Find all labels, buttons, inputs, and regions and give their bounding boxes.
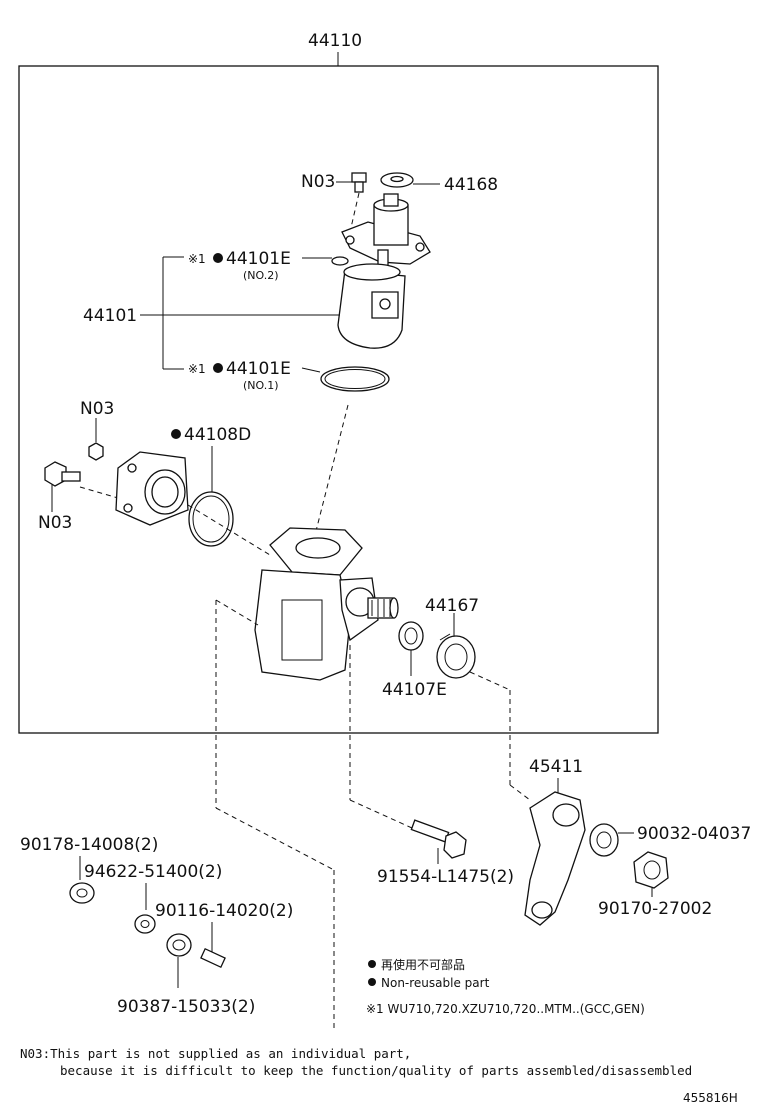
gear-housing xyxy=(254,527,399,681)
cushion-90178 xyxy=(69,882,95,904)
label-90116-14020: 90116-14020(2) xyxy=(155,901,293,921)
label-44107e: 44107E xyxy=(382,680,447,700)
label-45411: 45411 xyxy=(529,757,583,777)
label-90032-04037: 90032-04037 xyxy=(637,824,751,844)
bolt-n03-left xyxy=(44,461,81,487)
note-mark-2: ※1 xyxy=(188,362,206,376)
housing-cover xyxy=(115,451,189,526)
nut-n03 xyxy=(88,442,104,461)
legend-dot xyxy=(368,960,376,968)
label-44168: 44168 xyxy=(444,175,498,195)
bushing-90387 xyxy=(166,933,192,957)
bolt-91554 xyxy=(410,819,467,859)
label-no2: (NO.2) xyxy=(243,269,279,282)
applicability-note: ※1 WU710,720.XZU710,720..MTM..(GCC,GEN) xyxy=(366,1002,645,1016)
footnote-line2: because it is difficult to keep the func… xyxy=(60,1063,692,1078)
nonreusable-dot xyxy=(213,253,223,263)
label-no1: (NO.1) xyxy=(243,379,279,392)
label-44167: 44167 xyxy=(425,596,479,616)
label-90387-15033: 90387-15033(2) xyxy=(117,997,255,1017)
legend-jp: 再使用不可部品 xyxy=(381,957,465,972)
legend-en: Non-reusable part xyxy=(381,976,490,990)
footnote-line1: N03:This part is not supplied as an indi… xyxy=(20,1046,411,1061)
seal-44167 xyxy=(436,633,476,679)
valve-housing-44101 xyxy=(337,193,431,349)
nut-90170 xyxy=(633,851,669,889)
label-n03-left: N03 xyxy=(38,513,72,533)
seal-44107e xyxy=(398,621,424,651)
oring-44108d xyxy=(188,491,234,547)
label-44108d: 44108D xyxy=(184,425,251,445)
pitman-arm-45411 xyxy=(524,791,586,926)
stud-90116 xyxy=(200,947,226,969)
label-90170-27002: 90170-27002 xyxy=(598,899,712,919)
washer-94622 xyxy=(134,914,156,934)
label-44110: 44110 xyxy=(308,31,362,51)
nonreusable-dot xyxy=(213,363,223,373)
oring-no1 xyxy=(320,366,390,392)
legend-dot xyxy=(368,978,376,986)
label-91554-l1475: 91554-L1475(2) xyxy=(377,867,514,887)
nonreusable-dot xyxy=(171,429,181,439)
label-n03-top: N03 xyxy=(301,172,335,192)
label-94622-51400: 94622-51400(2) xyxy=(84,862,222,882)
label-44101e-no1: 44101E xyxy=(226,359,291,379)
washer-44168 xyxy=(380,172,414,188)
washer-90032 xyxy=(589,823,619,857)
label-n03-mid: N03 xyxy=(80,399,114,419)
bolt-n03-top xyxy=(351,172,367,193)
label-44101: 44101 xyxy=(83,306,137,326)
oring-no2 xyxy=(331,256,349,266)
diagram-id: 455816H xyxy=(683,1091,738,1105)
label-90178-14008: 90178-14008(2) xyxy=(20,835,158,855)
label-44101e-no2: 44101E xyxy=(226,249,291,269)
note-mark-1: ※1 xyxy=(188,252,206,266)
